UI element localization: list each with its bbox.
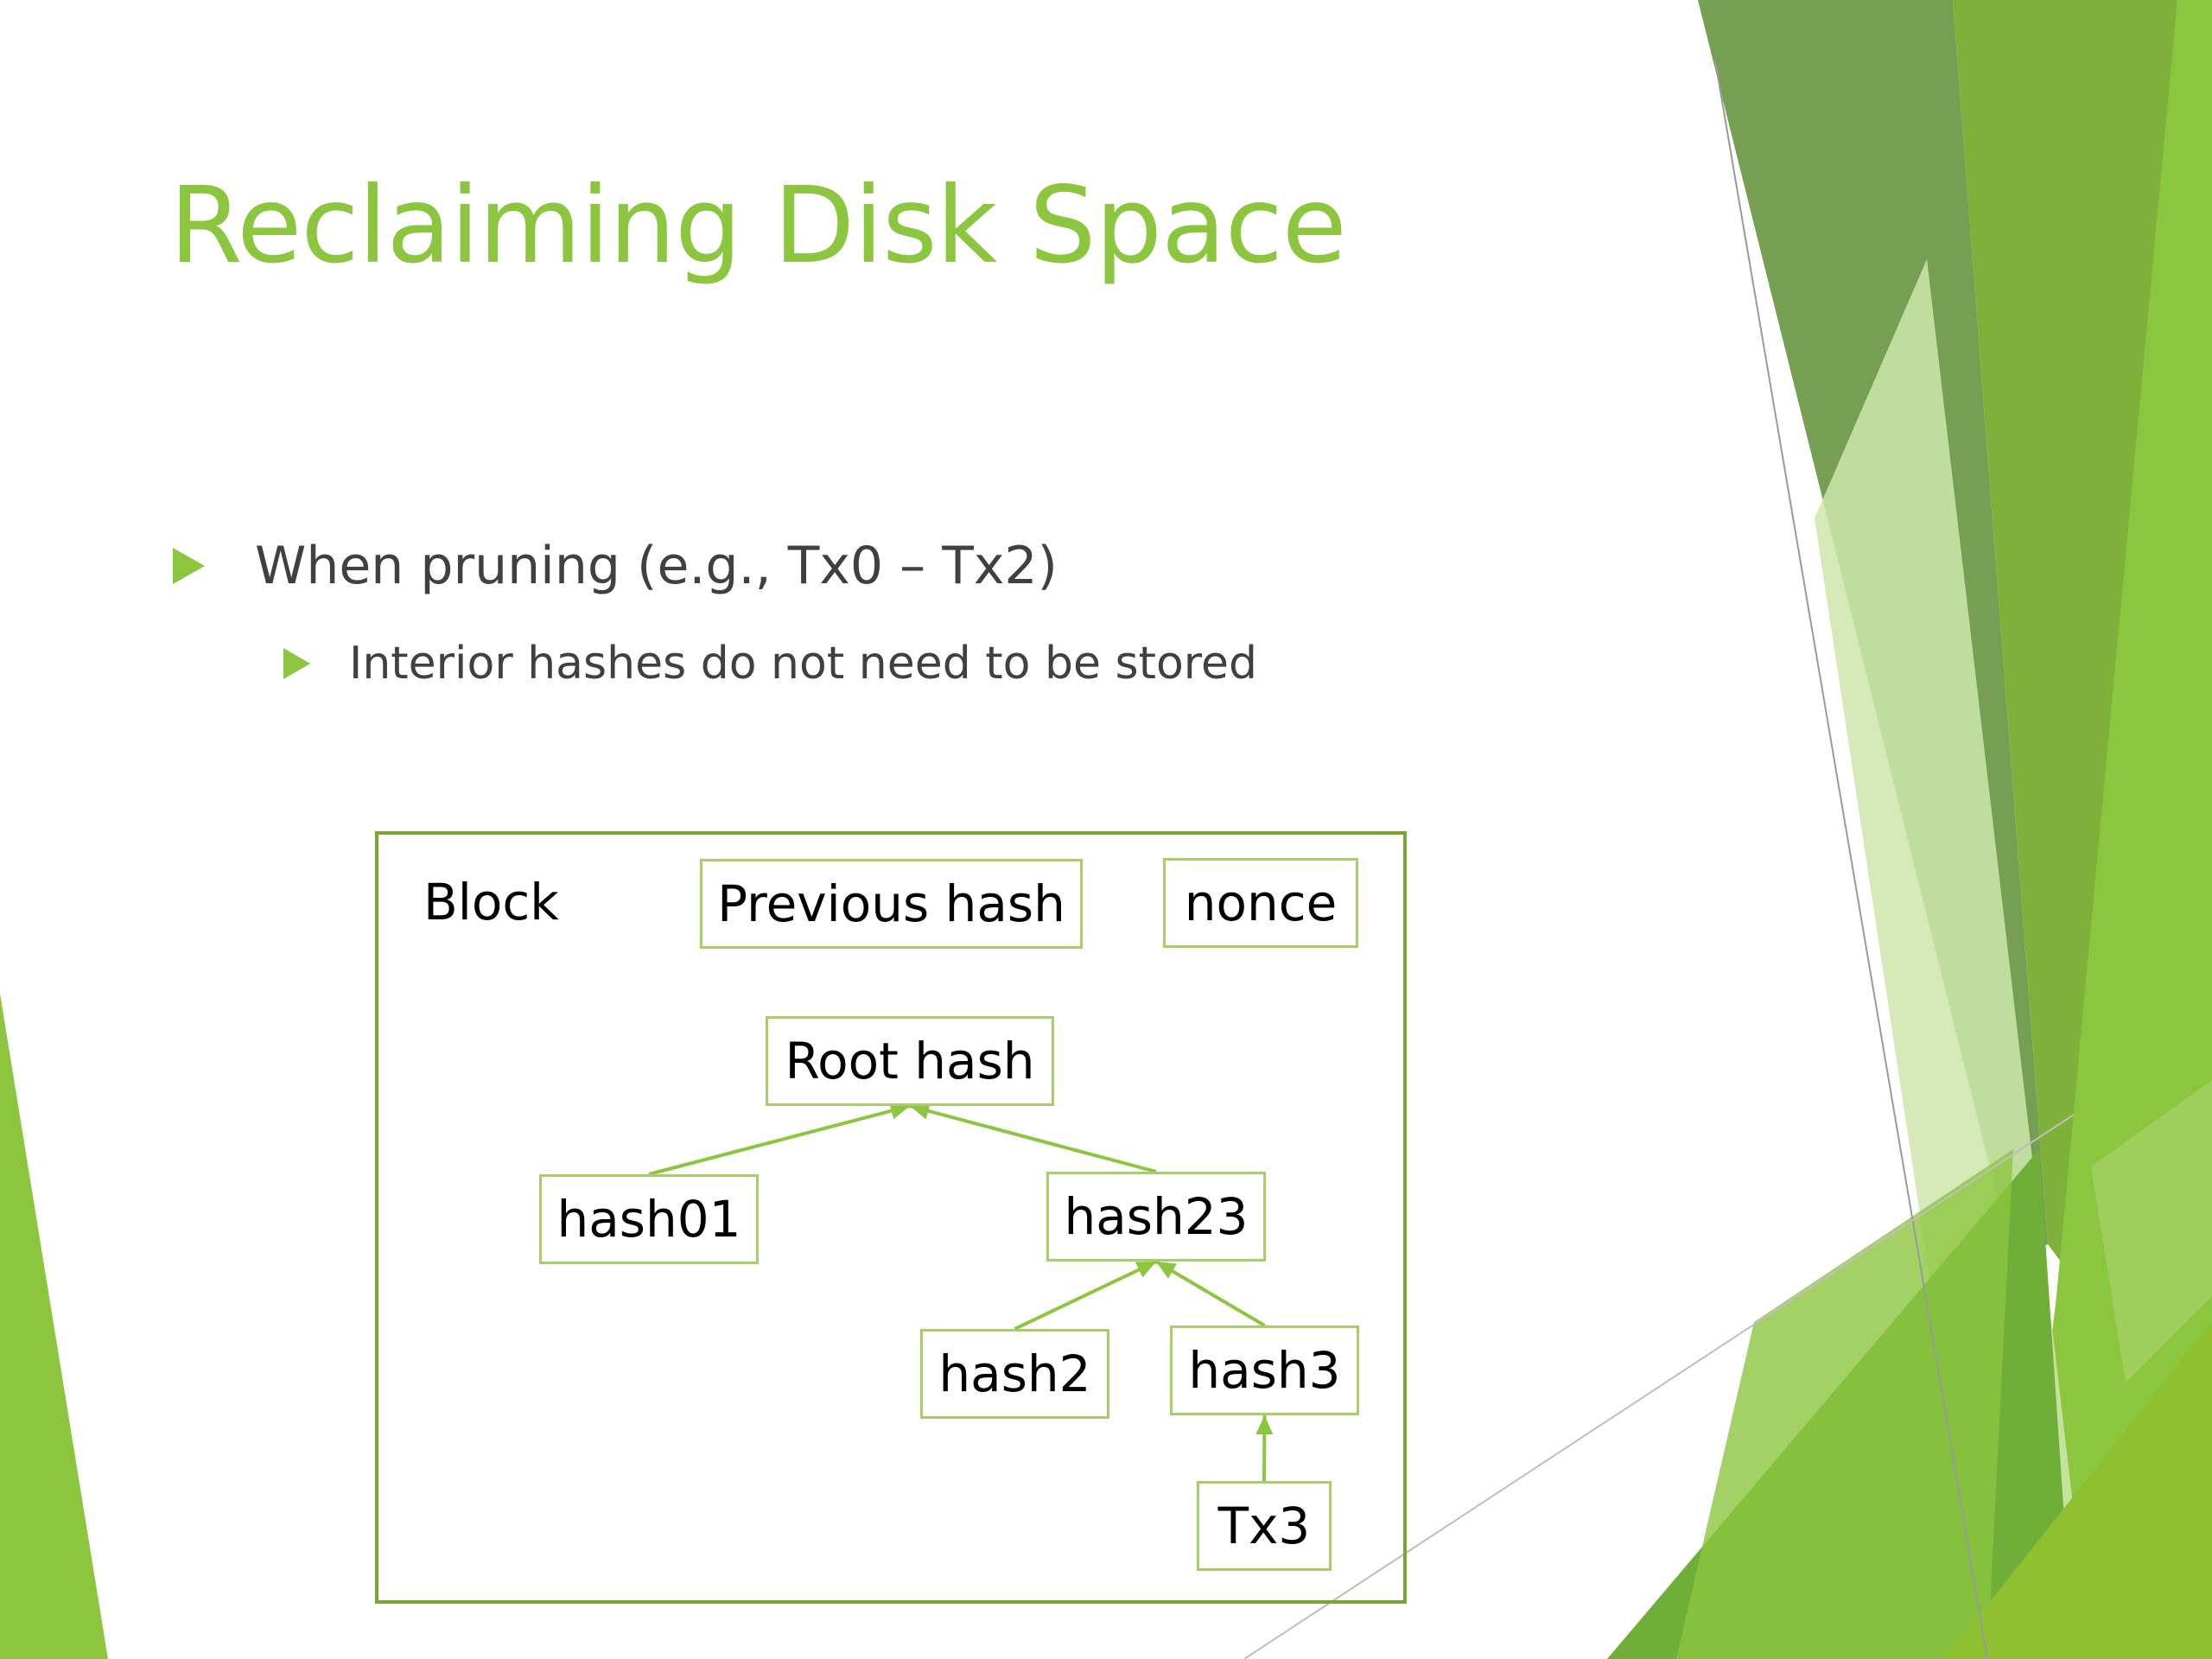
sub-bullet-arrow-icon bbox=[283, 648, 310, 679]
bullet-text: When pruning (e.g., Tx0 – Tx2) bbox=[255, 536, 1058, 596]
bullet-arrow-icon bbox=[173, 548, 205, 584]
tx3-node: Tx3 bbox=[1197, 1481, 1332, 1571]
hash01-node: hash01 bbox=[539, 1174, 759, 1264]
bullet-level1: When pruning (e.g., Tx0 – Tx2) bbox=[173, 536, 1058, 596]
slide-title: Reclaiming Disk Space bbox=[169, 164, 1346, 287]
sub-bullet-text: Interior hashes do not need to be stored bbox=[349, 638, 1257, 690]
hash23-node: hash23 bbox=[1046, 1172, 1266, 1262]
hash2-node: hash2 bbox=[920, 1329, 1109, 1419]
previous-hash-node: Previous hash bbox=[700, 859, 1083, 949]
nonce-node: nonce bbox=[1163, 858, 1358, 948]
bullet-level2: Interior hashes do not need to be stored bbox=[283, 638, 1257, 690]
root-hash-node: Root hash bbox=[766, 1016, 1054, 1106]
block-label: Block bbox=[423, 873, 559, 931]
hash3-node: hash3 bbox=[1170, 1325, 1359, 1415]
